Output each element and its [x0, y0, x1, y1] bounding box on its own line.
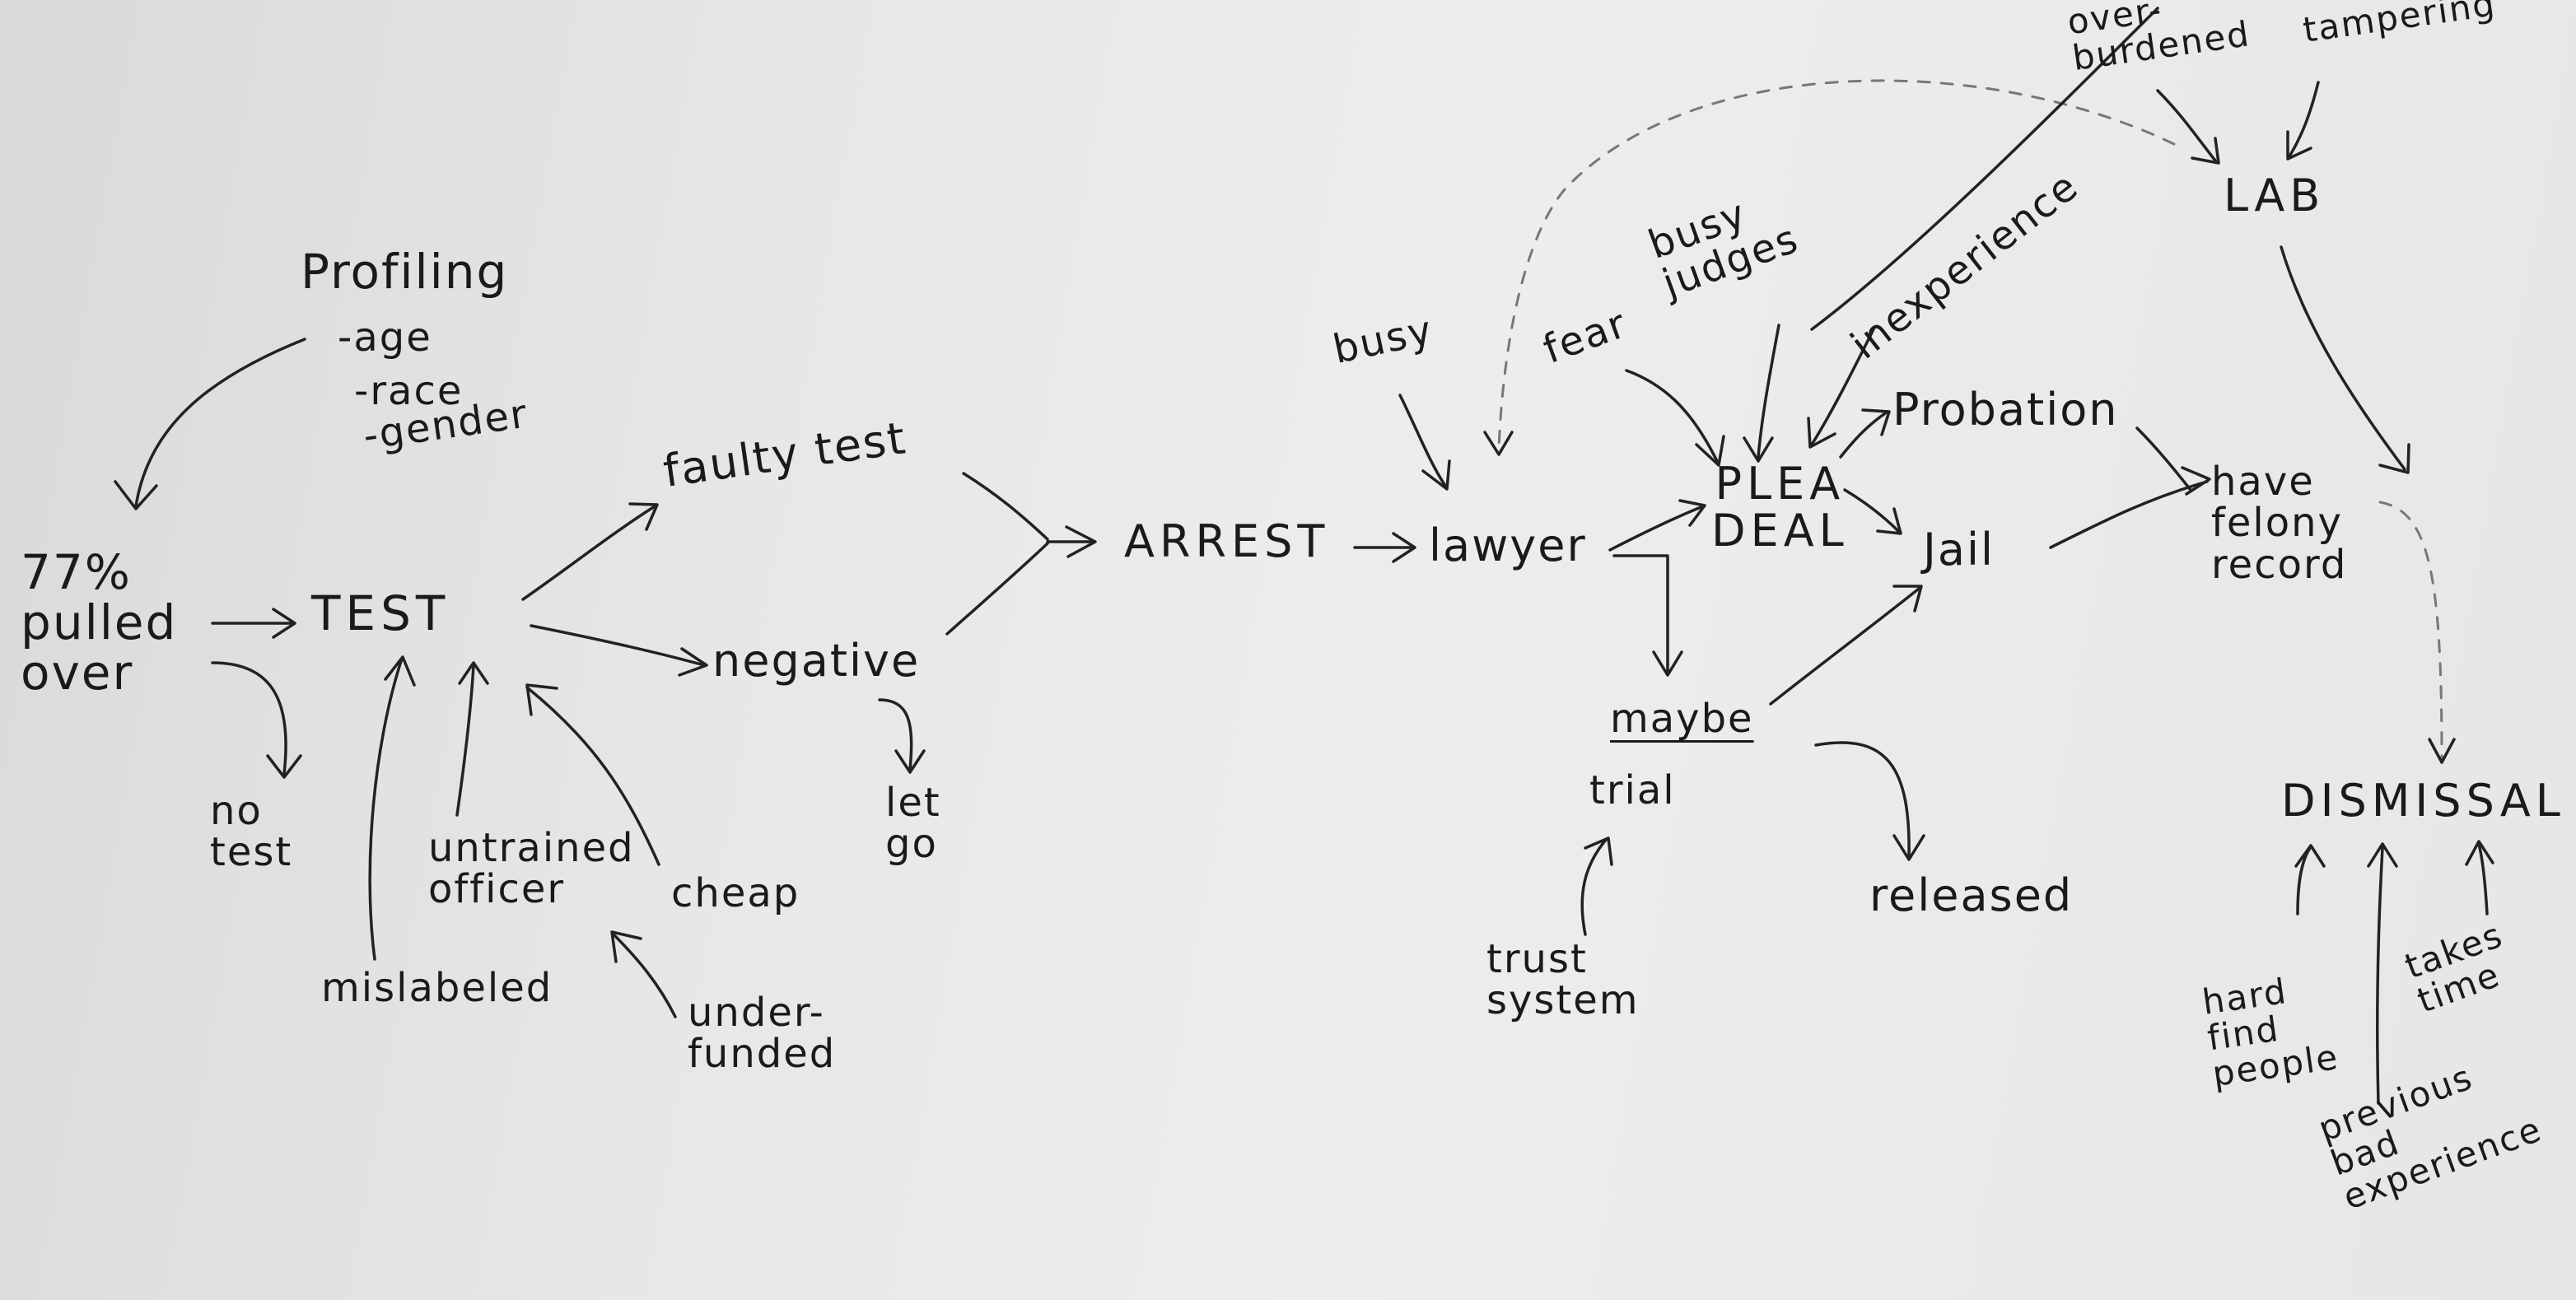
arrow-underfunded-to-officer — [612, 933, 677, 1018]
arrowhead — [894, 749, 926, 774]
arrow-test-to-faulty — [521, 505, 656, 601]
arrowhead — [1861, 408, 1891, 436]
arrow-judges-to-plea — [1757, 324, 1780, 459]
arrowhead — [1065, 525, 1097, 558]
lawyer-node: lawyer — [1429, 520, 1587, 571]
arrow-plea-to-probation — [1839, 410, 1889, 459]
arrow-hard-to-dismissal — [2296, 846, 2312, 916]
arrow-plea-to-jail — [1843, 488, 1900, 533]
arrow-faulty-to-arrest — [962, 472, 1049, 541]
arrowhead — [525, 683, 558, 716]
arrowhead — [2428, 738, 2456, 764]
arrow-fear-to-plea — [1625, 369, 1719, 463]
arrowhead — [1584, 836, 1613, 866]
arrowhead — [458, 661, 489, 685]
arrow-busy-to-lawyer — [1398, 394, 1447, 487]
profiling-item-race: -race — [354, 368, 464, 414]
arrowhead — [1892, 834, 1925, 861]
arrow-trial-to-released — [1814, 741, 1911, 858]
arrow-trust-to-trial — [1580, 838, 1608, 936]
mislabeled-node: mislabeled — [321, 965, 553, 1011]
lab-node: LAB — [2224, 170, 2326, 221]
underfunded-node: under- funded — [688, 990, 837, 1078]
arrowhead — [1392, 532, 1416, 563]
jail-node: Jail — [1923, 524, 1995, 575]
maybe-node: maybe — [1610, 696, 1754, 742]
arrowhead — [1678, 499, 1706, 527]
arrowhead — [2367, 842, 2398, 868]
trial-node: trial — [1589, 767, 1676, 813]
arrow-negative-to-let-go — [878, 698, 913, 771]
arrow-lawyer-to-trial — [1612, 554, 1669, 673]
arrowhead — [1743, 436, 1774, 463]
arrow-maybe-to-jail — [1769, 587, 1920, 706]
dashed-felony-to-dismissal — [2378, 501, 2443, 759]
arrow-cheap-to-test — [525, 686, 660, 866]
profiling-title: Profiling — [301, 244, 509, 300]
plea-deal-node: PLEA DEAL — [1711, 458, 1849, 557]
test-node: TEST — [311, 585, 450, 641]
arrow-overburdened-to-plea — [1810, 7, 2159, 331]
arrow-probation-to-felony — [2135, 426, 2192, 492]
arrowhead — [2294, 844, 2326, 868]
arrow-takes-time-to-dismissal — [2477, 842, 2489, 916]
dismissal-node: DISMISSAL — [2281, 775, 2565, 827]
dashed-lab-to-lawyer — [1497, 79, 2176, 450]
arrowhead — [2286, 130, 2312, 161]
arrow-lab-down — [2280, 245, 2406, 471]
hard-find-people-node: hard find people — [2200, 970, 2342, 1095]
arrowhead — [628, 502, 659, 531]
arrowhead — [1695, 435, 1725, 467]
cheap-node: cheap — [671, 870, 800, 916]
arrowhead — [610, 930, 642, 963]
arrow-tampering-to-lab — [2288, 81, 2320, 158]
arrow-inexperience-to-plea — [1810, 328, 1875, 446]
arrow-pulled-over-to-no-test — [211, 661, 287, 776]
no-test-node: no test — [210, 788, 293, 876]
arrow-jail-to-felony — [2049, 480, 2209, 549]
arrowhead — [114, 480, 158, 510]
arrowhead — [1807, 417, 1836, 449]
arrow-negative-to-arrest — [945, 542, 1049, 636]
probation-node: Probation — [1892, 384, 2119, 436]
arrowhead — [1892, 585, 1923, 613]
profiling-item-age: -age — [338, 315, 432, 361]
arrowhead — [2181, 466, 2211, 496]
arrow-untrained-to-test — [455, 664, 475, 817]
arrowhead — [2465, 840, 2494, 866]
released-node: released — [1869, 869, 2074, 921]
arrow-overburdened-to-lab — [2156, 89, 2217, 162]
arrowhead — [2191, 137, 2220, 165]
arrowhead — [1652, 650, 1683, 677]
arrowhead — [2378, 443, 2410, 474]
let-go-node: let go — [885, 780, 941, 868]
arrow-test-to-negative — [530, 624, 706, 667]
pulled-over-node: 77% pulled over — [21, 544, 178, 701]
arrowhead — [678, 647, 708, 677]
arrowhead — [1483, 431, 1514, 456]
arrow-previous-to-dismissal — [2376, 846, 2384, 1105]
arrow-lawyer-to-plea — [1608, 505, 1705, 552]
arrowhead — [384, 655, 416, 687]
trust-system-node: trust system — [1486, 936, 1640, 1024]
arrowhead — [1421, 459, 1451, 491]
arrow-profiling-to-pulled-over — [134, 338, 306, 508]
arrowhead — [1876, 507, 1902, 535]
arrowhead — [272, 608, 296, 639]
arrest-node: ARREST — [1124, 515, 1330, 567]
arrow-mislabeled-to-test — [368, 657, 404, 961]
untrained-officer-node: untrained officer — [428, 825, 635, 913]
felony-record-node: have felony record — [2211, 459, 2348, 588]
negative-node: negative — [712, 635, 921, 687]
arrowhead — [266, 754, 302, 779]
